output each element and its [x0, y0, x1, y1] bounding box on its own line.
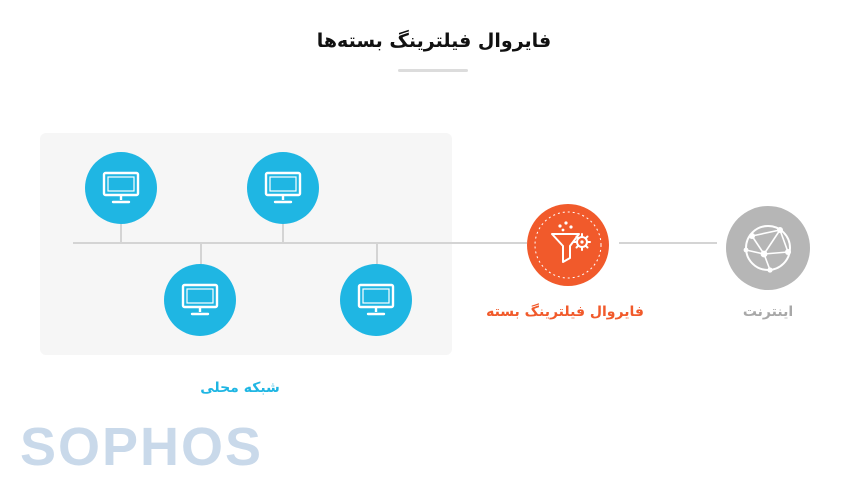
computer-node-2 [247, 152, 319, 224]
internet-link-line [619, 242, 717, 244]
computer-node-3 [164, 264, 236, 336]
internet-label: اینترنت [742, 304, 794, 320]
computer-node-1 [85, 152, 157, 224]
diagram-title: فایروال فیلترینگ بسته‌ها [316, 30, 552, 52]
drop-line-1 [120, 224, 122, 242]
monitor-icon [264, 171, 302, 204]
internet-node [726, 206, 810, 290]
lan-label: شبکه محلی [200, 380, 280, 396]
globe-network-icon [743, 225, 791, 273]
monitor-icon [102, 171, 140, 204]
drop-line-4 [376, 244, 378, 264]
drop-line-2 [282, 224, 284, 242]
lan-bus-line [73, 242, 527, 244]
firewall-label: فایروال فیلترینگ بسته [486, 304, 644, 320]
sophos-logo: SOPHOS [20, 417, 264, 477]
monitor-icon [357, 283, 395, 316]
drop-line-3 [200, 244, 202, 264]
title-underline [398, 69, 468, 72]
monitor-icon [181, 283, 219, 316]
firewall-node [527, 204, 609, 286]
computer-node-4 [340, 264, 412, 336]
funnel-gear-icon [534, 211, 602, 279]
